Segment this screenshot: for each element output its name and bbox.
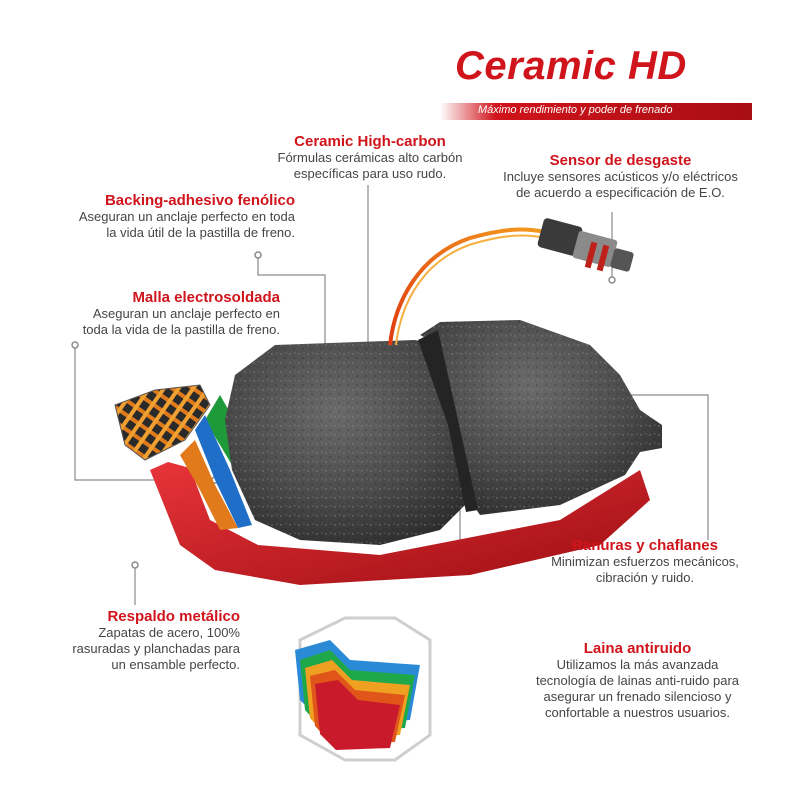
- callout-laina-line-3: asegurar un frenado silencioso y: [543, 689, 732, 704]
- callout-ranuras-title: Ranuras y chaflanes: [572, 537, 718, 554]
- callout-respaldo-line-2: rasuradas y planchadas para: [72, 641, 240, 656]
- callout-malla-line-1: Aseguran un anclaje perfecto en: [92, 306, 280, 321]
- shim-inset: [295, 616, 432, 762]
- metal-backing-shape: [150, 462, 650, 585]
- callout-ceramic: Ceramic High-carbon Fórmulas cerámicas a…: [255, 133, 485, 182]
- callout-malla-title: Malla electrosoldada: [132, 289, 280, 306]
- callout-sensor: Sensor de desgaste Incluye sensores acús…: [478, 152, 763, 201]
- callout-respaldo-line-1: Zapatas de acero, 100%: [98, 625, 240, 640]
- callout-laina-line-4: confortable a nuestros usuarios.: [545, 705, 730, 720]
- callout-backing-line-1: Aseguran un anclaje perfecto en toda: [78, 209, 295, 224]
- callout-ranuras-line-2: cibración y ruido.: [595, 570, 695, 585]
- callout-respaldo-title: Respaldo metálico: [107, 608, 240, 625]
- brand-title: Ceramic HD: [455, 44, 687, 88]
- callout-ceramic-title: Ceramic High-carbon: [294, 133, 446, 150]
- callout-sensor-line-1: Incluye sensores acústicos y/o eléctrico…: [503, 169, 738, 184]
- callout-sensor-title: Sensor de desgaste: [549, 152, 692, 169]
- brand-subtitle: Máximo rendimiento y poder de frenado: [478, 104, 673, 116]
- callout-laina-line-2: tecnología de lainas anti-ruido para: [535, 673, 740, 688]
- mesh-inset: [114, 384, 211, 461]
- callout-backing-title: Backing-adhesivo fenólico: [104, 192, 295, 209]
- layer-blue-shape: [195, 415, 252, 528]
- callout-respaldo-line-3: un ensamble perfecto.: [111, 657, 240, 672]
- sensor-plug: [537, 218, 634, 272]
- callout-laina: Laina antiruido Utilizamos la más avanza…: [505, 640, 770, 721]
- brand-strip: [440, 103, 752, 120]
- callout-respaldo: Respaldo metálico Zapatas de acero, 100%…: [40, 608, 240, 673]
- sensor-wire: [388, 227, 546, 346]
- callout-laina-title: Laina antiruido: [583, 640, 692, 657]
- callout-ceramic-line-1: Fórmulas cerámicas alto carbón: [277, 150, 463, 165]
- callout-malla: Malla electrosoldada Aseguran un anclaje…: [10, 289, 280, 338]
- callout-sensor-line-2: de acuerdo a especificación de E.O.: [516, 185, 725, 200]
- callout-ranuras-line-1: Minimizan esfuerzos mecánicos,: [551, 554, 739, 569]
- callout-laina-line-1: Utilizamos la más avanzada: [556, 657, 719, 672]
- pad-groove: [418, 330, 478, 512]
- callout-backing-line-2: la vida útil de la pastilla de freno.: [106, 225, 295, 240]
- layer-orange-shape: [180, 440, 238, 530]
- callout-ranuras: Ranuras y chaflanes Minimizan esfuerzos …: [530, 537, 760, 586]
- callout-malla-line-2: toda la vida de la pastilla de freno.: [82, 322, 280, 337]
- callout-ceramic-line-2: específicas para uso rudo.: [293, 166, 447, 181]
- callout-backing: Backing-adhesivo fenólico Aseguran un an…: [30, 192, 295, 241]
